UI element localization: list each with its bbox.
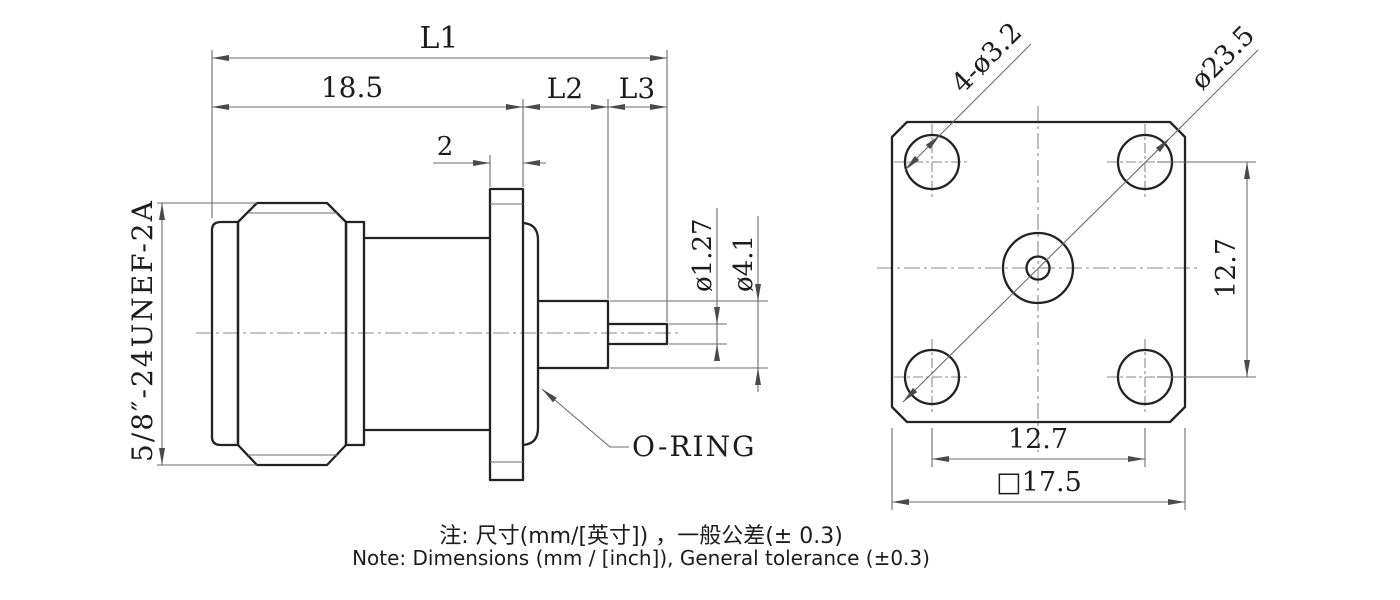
hole-pitch-horizontal-dimension — [931, 428, 1146, 467]
front-view: 4-ø3.2 ø23.5 12.7 12.7 □17.5 — [877, 17, 1261, 510]
dim-text-hole-pitch-vertical: 12.7 — [1211, 238, 1242, 298]
dim-text-mounting-holes: 4-ø3.2 — [946, 17, 1028, 99]
rear-insulator-cylinder — [538, 299, 610, 370]
flange-plate — [488, 187, 525, 482]
drawing-notes: 注: 尺寸(mm/[英寸]) ，一般公差(± 0.3) Note: Dimens… — [352, 524, 930, 570]
dim-text-flange-thickness: 2 — [437, 132, 454, 162]
hole-diameter-leader — [904, 43, 1032, 171]
dim-text-l1: L1 — [419, 21, 458, 56]
corner-diameter-dimension — [902, 49, 1259, 403]
dim-text-flange-size: □17.5 — [996, 467, 1082, 498]
dim-text-thread-spec: 5/8″-24UNEF-2A — [126, 199, 159, 462]
dim-text-hole-pitch-horizontal: 12.7 — [1008, 424, 1068, 455]
oring-leader-line — [541, 388, 629, 448]
flange-square-outline — [890, 120, 1187, 424]
side-view-outline — [210, 187, 669, 482]
coupling-nut-cap — [210, 220, 240, 447]
dim-text-pin-diameter: ø1.27 — [688, 218, 718, 292]
dim-text-insulator-diameter: ø4.1 — [729, 235, 759, 292]
side-view-dimension-lines — [159, 55, 761, 465]
washer-ring — [344, 220, 366, 447]
oring-label: O-RING — [632, 430, 756, 463]
hex-nut-body — [236, 201, 348, 467]
note-line-chinese: 注: 尺寸(mm/[英寸]) ，一般公差(± 0.3) — [439, 524, 843, 549]
center-pin — [608, 322, 669, 346]
dim-text-l3: L3 — [619, 72, 655, 105]
flange-chamfer-lines — [490, 203, 523, 463]
hole-pitch-vertical-dimension — [1157, 161, 1256, 378]
hex-nut-flat-lines — [248, 212, 337, 456]
body-cylinder — [364, 236, 490, 432]
note-line-english: Note: Dimensions (mm / [inch]), General … — [352, 546, 930, 570]
dim-text-18-5: 18.5 — [321, 71, 383, 104]
flange-size-dimension — [891, 428, 1186, 510]
oring-boss — [522, 221, 540, 447]
dim-text-l2: L2 — [547, 72, 583, 105]
side-view: L1 18.5 L2 L3 2 5/8″-24UNEF-2A ø1.27 ø4.… — [126, 21, 768, 482]
side-view-extension-lines — [157, 50, 768, 466]
